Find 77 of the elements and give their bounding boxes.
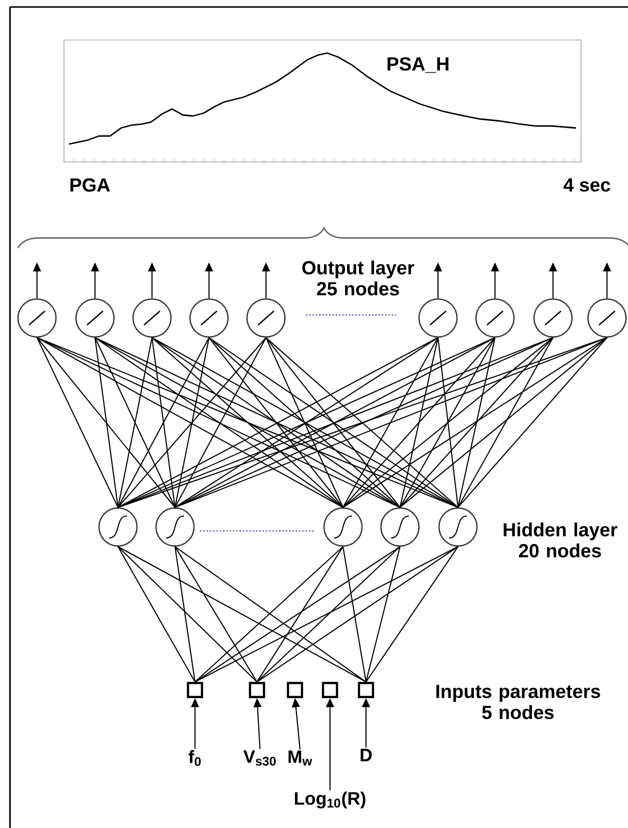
connection-line: [174, 546, 196, 682]
input-square: [322, 682, 338, 698]
connection-line: [94, 337, 176, 508]
connection-line: [118, 546, 258, 682]
connection-line: [36, 337, 344, 508]
connection-line: [342, 546, 367, 682]
output-neuron: [533, 298, 573, 338]
connection-line: [194, 546, 458, 682]
chart-title: PSA_H: [388, 57, 448, 73]
hidden-neuron: [323, 507, 363, 547]
connection-line: [400, 337, 554, 508]
connection-line: [437, 338, 459, 508]
connection-line: [256, 546, 344, 682]
output-neuron: [587, 298, 627, 338]
connection-line: [342, 337, 554, 508]
input-label: M$_{w}$: [288, 750, 312, 766]
connection-line: [118, 337, 210, 508]
connection-line: [94, 338, 119, 508]
connection-line: [208, 337, 344, 508]
connection-line: [256, 546, 400, 682]
connection-line: [151, 338, 176, 508]
connection-line: [36, 337, 118, 508]
input-label: Log$_{10}$(R): [294, 792, 366, 808]
output-neuron: [418, 298, 458, 338]
output-neuron: [17, 298, 57, 338]
connection-line: [174, 546, 366, 682]
connection-line: [457, 338, 496, 508]
connection-line: [366, 546, 458, 682]
input-label: D: [360, 748, 372, 762]
connection-line: [208, 337, 458, 508]
input-label: V$_{s30}$: [243, 750, 276, 766]
input-square: [248, 682, 266, 698]
axis-label: 4 sec: [564, 178, 610, 192]
connection-line: [194, 546, 344, 682]
connection-line: [458, 337, 608, 508]
connection-line: [400, 337, 608, 508]
connection-line: [342, 337, 608, 508]
connection-line: [94, 337, 344, 508]
input-label: f$_{0}$: [188, 750, 201, 766]
connection-line: [399, 338, 439, 508]
axis-label: PGA: [70, 178, 110, 192]
connection-line: [458, 337, 554, 508]
connection-line: [266, 337, 344, 508]
connection-line: [94, 337, 400, 508]
connection-line: [400, 337, 496, 508]
layer-label: Inputs parameters 5 nodes: [436, 684, 600, 720]
output-neuron: [189, 298, 229, 338]
connection-line: [36, 337, 176, 508]
input-square: [186, 682, 204, 698]
connection-line: [342, 337, 496, 508]
layer-label: Hidden layer 20 nodes: [504, 522, 618, 558]
hidden-neuron: [155, 507, 195, 547]
connection-line: [118, 546, 196, 682]
hidden-neuron: [98, 507, 138, 547]
connection-line: [152, 337, 344, 508]
hidden-neuron: [438, 507, 478, 547]
connection-line: [266, 337, 458, 508]
input-square: [358, 682, 374, 698]
connection-line: [174, 338, 210, 508]
connection-line: [174, 546, 258, 682]
connection-line: [365, 546, 401, 682]
connection-line: [208, 337, 400, 508]
connection-line: [256, 546, 458, 682]
connection-line: [118, 337, 266, 508]
connection-line: [342, 337, 438, 508]
hidden-neuron: [380, 507, 420, 547]
output-neuron: [132, 298, 172, 338]
connection-line: [266, 337, 400, 508]
connection-line: [117, 338, 153, 508]
connection-line: [118, 546, 366, 682]
output-neuron: [246, 298, 286, 338]
output-neuron: [475, 298, 515, 338]
layer-label: Output layer 25 nodes: [302, 260, 414, 296]
connection-line: [194, 546, 400, 682]
input-square: [286, 682, 304, 698]
connection-line: [174, 337, 266, 508]
output-neuron: [75, 298, 115, 338]
